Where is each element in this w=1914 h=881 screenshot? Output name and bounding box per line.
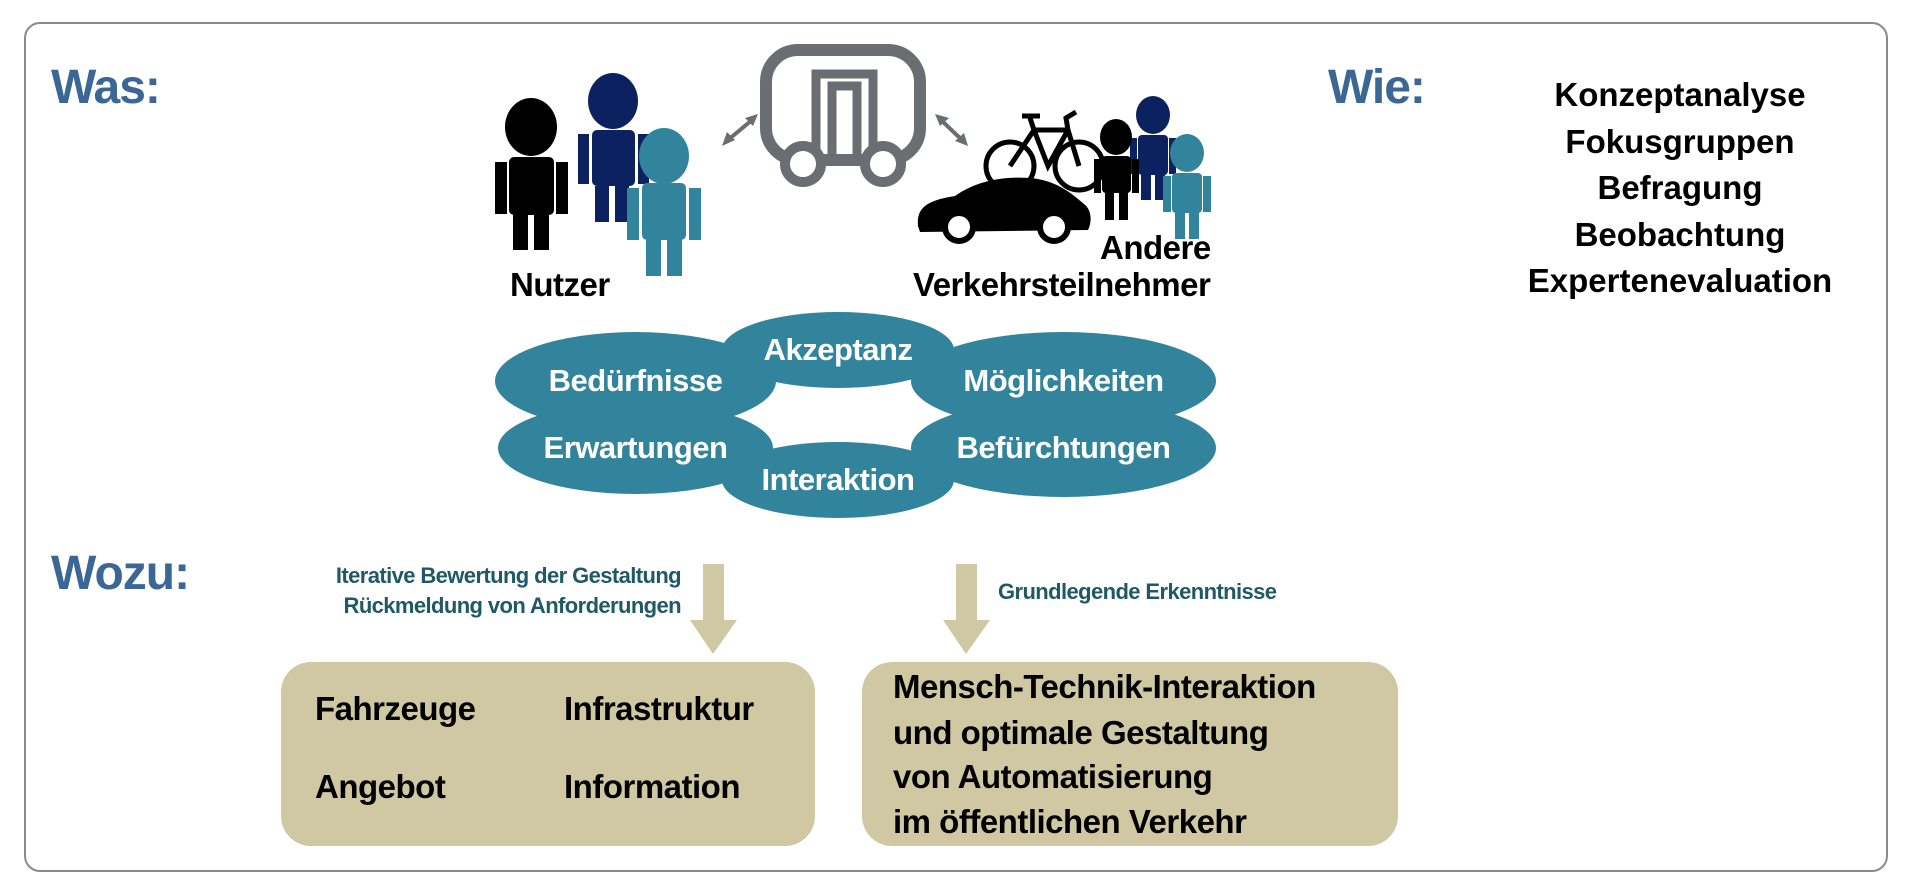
bubble-akzeptanz: Akzeptanz — [722, 312, 954, 388]
down-arrow-right-icon — [943, 564, 990, 654]
label-others-line2: Verkehrsteilnehmer — [913, 266, 1211, 303]
purpose-left-line2: Rückmeldung von Anforderungen — [343, 593, 682, 618]
insight-line: im öffentlichen Verkehr — [893, 803, 1247, 840]
double-arrow-left-icon — [722, 114, 758, 146]
area-item: Infrastruktur — [564, 690, 754, 727]
box-fundamental-insights: Mensch-Technik-Interaktion und optimale … — [862, 662, 1398, 846]
person-black-icon — [495, 98, 568, 250]
person-teal-icon — [627, 128, 701, 276]
bicycle-icon — [983, 109, 1106, 193]
heading-wozu: Wozu: — [51, 547, 190, 600]
bubble-label: Interaktion — [761, 462, 915, 497]
bubble-label: Akzeptanz — [763, 332, 913, 367]
bubble-befuerchtungen: Befürchtungen — [911, 399, 1216, 497]
bubble-label: Möglichkeiten — [963, 363, 1164, 398]
method-item: Konzeptanalyse — [1554, 76, 1806, 113]
purpose-right: Grundlegende Erkenntnisse — [998, 579, 1277, 604]
method-item: Fokusgruppen — [1565, 122, 1795, 160]
heading-wie: Wie: — [1328, 61, 1426, 114]
car-icon — [917, 177, 1091, 244]
double-arrow-right-icon — [935, 114, 968, 146]
methods-list: Konzeptanalyse Fokusgruppen Befragung Be… — [1500, 72, 1860, 305]
bubble-interaktion: Interaktion — [722, 442, 954, 518]
area-item: Information — [564, 768, 740, 805]
purpose-left-line1: Iterative Bewertung der Gestaltung — [335, 563, 682, 588]
down-arrow-left-icon — [690, 564, 737, 654]
label-users: Nutzer — [510, 266, 610, 303]
area-item: Angebot — [315, 768, 446, 805]
diagram-frame — [24, 22, 1888, 872]
insight-line: Mensch-Technik-Interaktion — [893, 668, 1316, 705]
method-item: Befragung — [1597, 169, 1763, 206]
person-small-teal-icon — [1163, 134, 1211, 239]
method-item: Beobachtung — [1574, 215, 1786, 253]
box-application-areas: Fahrzeuge Infrastruktur Angebot Informat… — [281, 662, 815, 846]
area-item: Fahrzeuge — [315, 690, 476, 727]
insight-line: von Automatisierung — [893, 758, 1213, 795]
person-small-black-icon — [1094, 119, 1139, 220]
vehicle-icon — [760, 44, 926, 187]
insight-line: und optimale Gestaltung — [893, 714, 1269, 751]
label-others-line1: Andere — [1100, 229, 1211, 266]
bubble-label: Befürchtungen — [956, 430, 1171, 465]
method-item: Expertenevaluation — [1527, 262, 1833, 299]
bubble-label: Erwartungen — [543, 430, 728, 465]
bubble-label: Bedürfnisse — [548, 363, 723, 398]
heading-was: Was: — [51, 61, 161, 114]
